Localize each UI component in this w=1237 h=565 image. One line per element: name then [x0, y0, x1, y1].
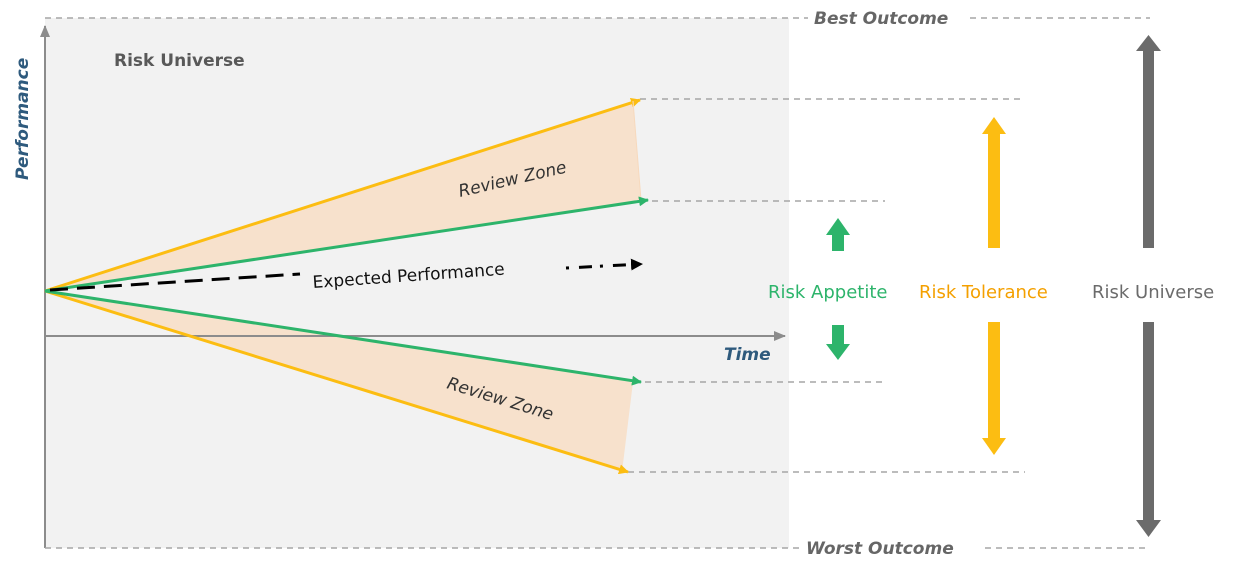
risk-appetite-label: Risk Appetite: [768, 282, 887, 303]
y-axis-label: Performance: [13, 58, 33, 180]
best-outcome-label: Best Outcome: [814, 9, 948, 29]
universe-down-arrow-icon: [1136, 322, 1161, 537]
worst-outcome-label: Worst Outcome: [806, 539, 954, 559]
appetite-up-arrow-icon: [826, 218, 850, 251]
tolerance-up-arrow-icon: [982, 117, 1006, 248]
tolerance-down-arrow-icon: [982, 322, 1006, 455]
tolerance-upper-line: [44, 97, 641, 293]
expected-performance-arrow-a: [49, 272, 301, 292]
risk-tolerance-label: Risk Tolerance: [919, 282, 1048, 303]
appetite-upper-line: [44, 196, 649, 293]
universe-up-arrow-icon: [1136, 35, 1161, 248]
risk-universe-range-label: Risk Universe: [1092, 282, 1214, 303]
tolerance-lower-line: [44, 289, 629, 475]
tolerance-upper-edge: [632, 100, 642, 201]
appetite-lower-line: [44, 289, 642, 386]
x-axis-label: Time: [724, 345, 771, 365]
risk-universe-box-label: Risk Universe: [114, 51, 245, 71]
appetite-down-arrow-icon: [826, 325, 850, 360]
